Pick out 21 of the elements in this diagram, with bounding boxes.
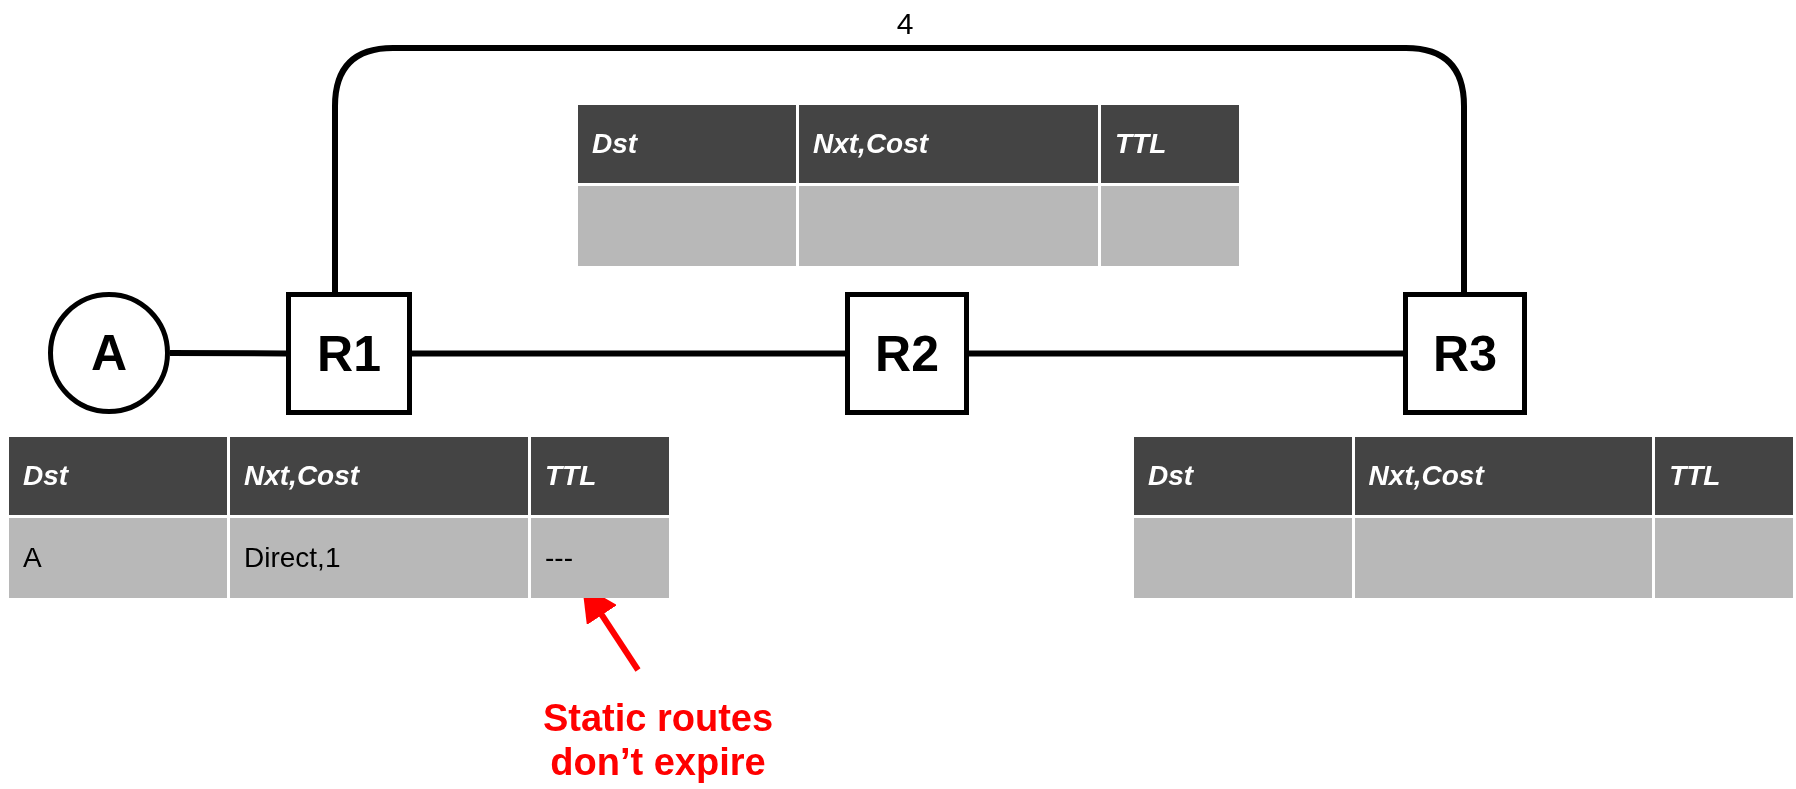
host-circle: A [48,292,170,414]
table-cell: --- [531,518,669,598]
router-box: R1 [286,292,412,415]
router-box: R2 [845,292,969,415]
column-header: Nxt,Cost [230,437,528,515]
callout-text: Static routes don’t expire [508,692,808,788]
connection-line [412,350,845,357]
column-header: Nxt,Cost [799,105,1098,183]
column-header: TTL [1101,105,1239,183]
column-header: Dst [9,437,227,515]
column-header: Dst [578,105,796,183]
connection-line [969,350,1403,357]
table-cell: A [9,518,227,598]
column-header: TTL [1655,437,1793,515]
connection-line [170,350,286,357]
connection-line [332,45,1467,292]
column-header: Nxt,Cost [1354,437,1653,515]
column-header: TTL [531,437,669,515]
router-box: R3 [1403,292,1527,415]
column-header: Dst [1134,437,1352,515]
table-cell: Direct,1 [230,518,528,598]
